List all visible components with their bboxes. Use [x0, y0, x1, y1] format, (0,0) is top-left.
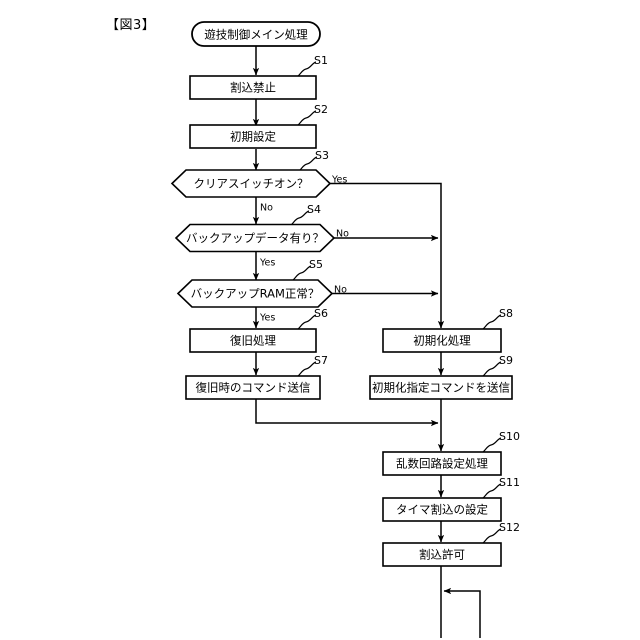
node-s10[interactable]: 乱数回路設定処理 [382, 451, 502, 476]
leader-s1 [294, 61, 317, 78]
node-s2[interactable]: 初期設定 [189, 124, 317, 149]
step-label-s5: S5 [309, 258, 323, 271]
step-label-s1: S1 [314, 54, 328, 67]
node-s2-label: 初期設定 [230, 130, 276, 144]
leader-s12 [479, 528, 502, 545]
branch-label-s4-yes: Yes [259, 258, 275, 269]
leader-s9 [479, 361, 502, 378]
node-start[interactable]: 遊技制御メイン処理 [191, 21, 321, 47]
node-s9[interactable]: 初期化指定コマンドを送信 [369, 375, 513, 400]
node-s5-label: バックアップRAM正常？ [191, 287, 320, 301]
step-label-s7: S7 [314, 354, 328, 367]
branch-label-s3-yes: Yes [331, 175, 347, 186]
step-label-s6: S6 [314, 307, 328, 320]
edge-s3-yes-to-s8 [330, 182, 445, 329]
node-s3-label: クリアスイッチオン？ [194, 177, 309, 191]
node-s10-label: 乱数回路設定処理 [396, 457, 488, 471]
edge-s7-to-s10 [255, 398, 439, 427]
node-s7-label: 復旧時のコマンド送信 [196, 381, 311, 395]
branch-label-s4-no: No [336, 229, 349, 240]
branch-label-s5-yes: Yes [259, 313, 275, 324]
node-s8-label: 初期化処理 [413, 334, 471, 348]
node-s12-label: 割込許可 [419, 548, 465, 562]
step-label-s12: S12 [499, 521, 520, 534]
step-label-s10: S10 [499, 430, 520, 443]
node-s6[interactable]: 復旧処理 [189, 328, 317, 353]
branch-label-s5-no: No [334, 285, 347, 296]
node-s1-label: 割込禁止 [230, 81, 276, 95]
leader-s2 [294, 110, 317, 127]
node-s11-label: タイマ割込の設定 [396, 503, 488, 517]
node-s11[interactable]: タイマ割込の設定 [382, 497, 502, 522]
node-start-label: 遊技制御メイン処理 [204, 28, 308, 42]
node-s5[interactable]: バックアップRAM正常？ [176, 279, 334, 308]
figure-title: 【図3】 [106, 18, 156, 33]
step-label-s2: S2 [314, 103, 328, 116]
node-s6-label: 復旧処理 [230, 334, 276, 348]
step-label-s4: S4 [307, 203, 321, 216]
node-s9-label: 初期化指定コマンドを送信 [372, 381, 510, 395]
leader-s10 [479, 437, 502, 454]
node-s12[interactable]: 割込許可 [382, 542, 502, 567]
leader-s7 [294, 361, 317, 378]
step-label-s8: S8 [499, 307, 513, 320]
leader-s11 [479, 483, 502, 500]
node-s4-label: バックアップデータ有り？ [186, 231, 324, 245]
node-s1[interactable]: 割込禁止 [189, 75, 317, 100]
leader-s5 [289, 265, 312, 282]
leader-s6 [294, 314, 317, 331]
leader-s8 [479, 314, 502, 331]
node-s3[interactable]: クリアスイッチオン？ [170, 169, 332, 198]
step-label-s3: S3 [315, 149, 329, 162]
node-s8[interactable]: 初期化処理 [382, 328, 502, 353]
node-s7[interactable]: 復旧時のコマンド送信 [185, 375, 321, 400]
step-label-s11: S11 [499, 476, 520, 489]
branch-label-s3-no: No [260, 203, 273, 214]
loop-back-connector [443, 587, 481, 638]
node-s4[interactable]: バックアップデータ有り？ [174, 223, 336, 253]
step-label-s9: S9 [499, 354, 513, 367]
